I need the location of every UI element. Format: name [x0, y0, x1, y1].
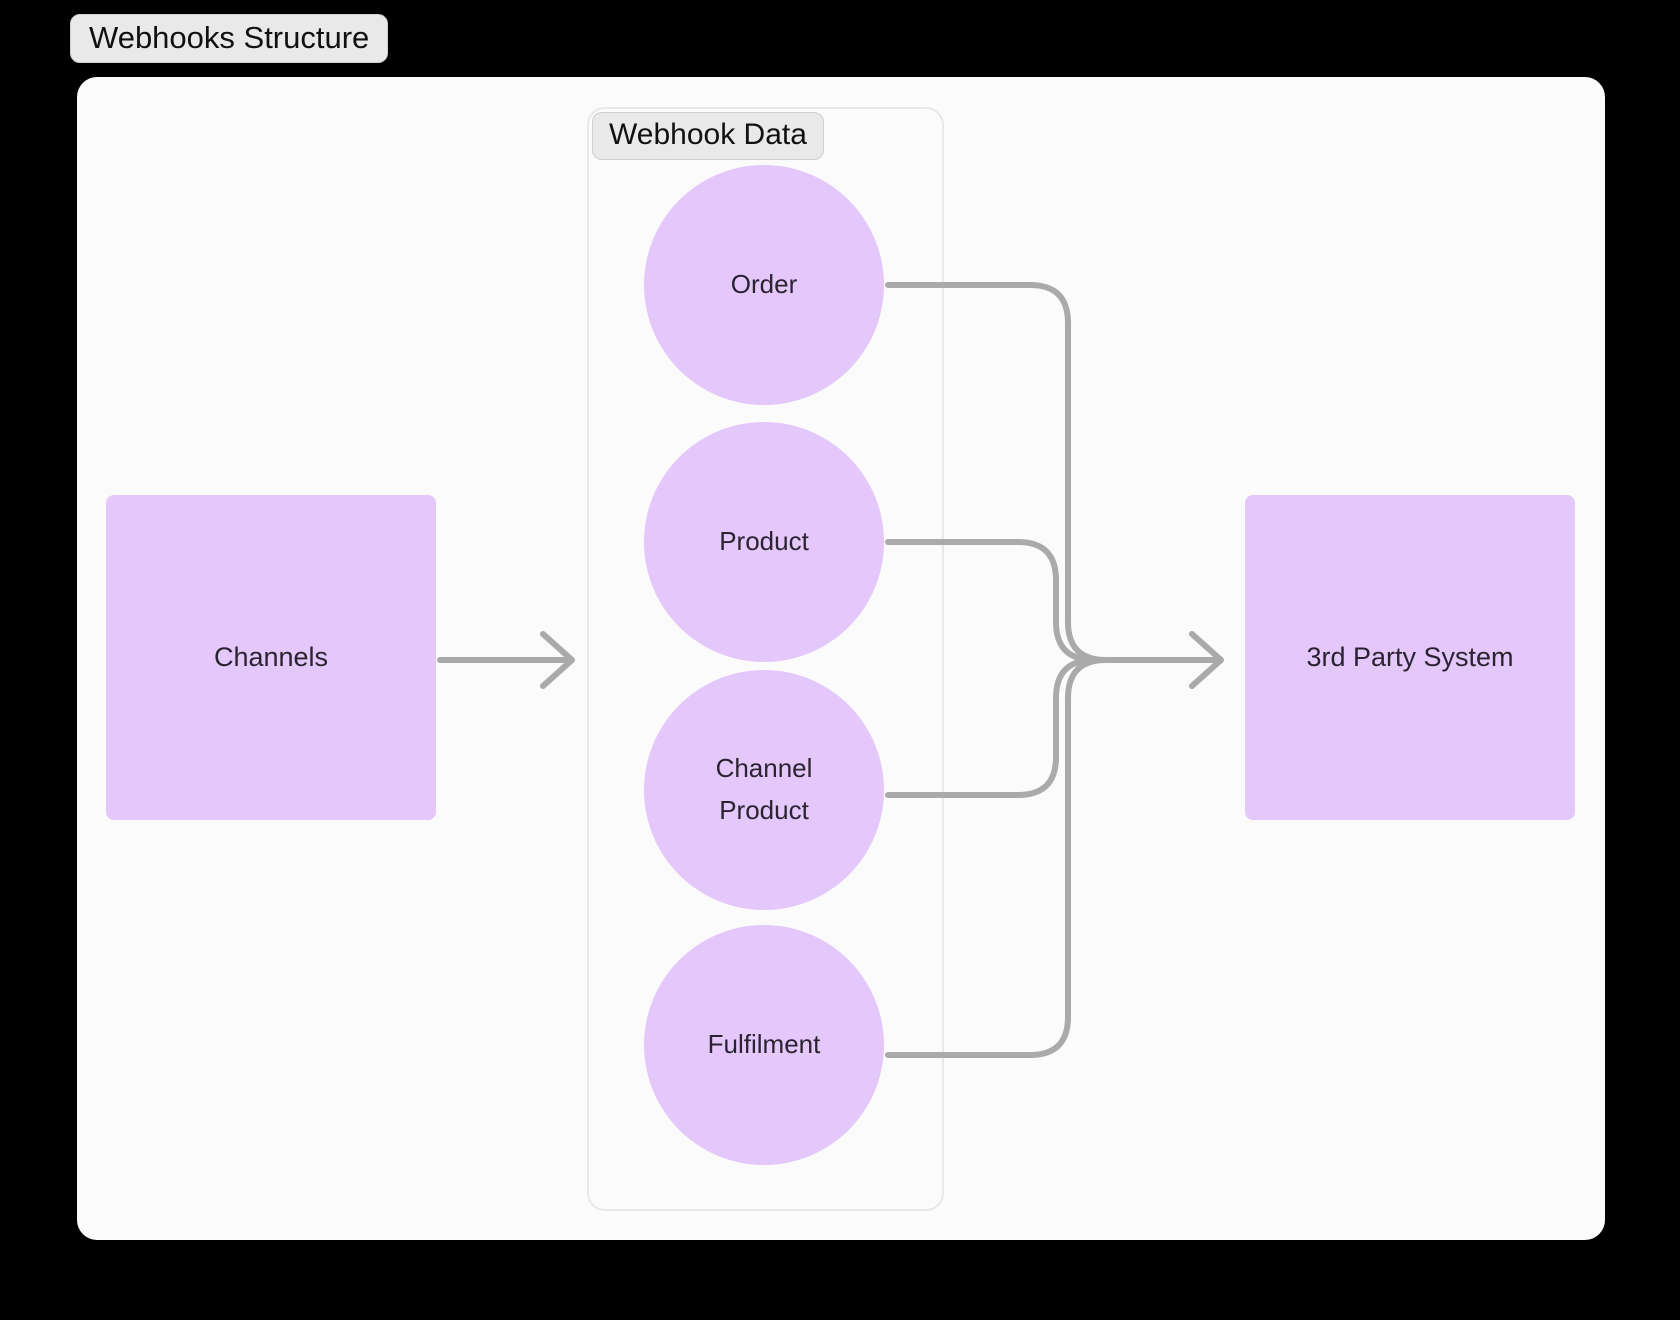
- page-title: Webhooks Structure: [70, 14, 389, 63]
- node-order[interactable]: Order: [644, 165, 884, 405]
- node-fulfilment[interactable]: Fulfilment: [644, 925, 884, 1165]
- node-third-party-system[interactable]: 3rd Party System: [1245, 495, 1575, 820]
- node-third-party-system-label: 3rd Party System: [1306, 642, 1514, 672]
- node-order-label: Order: [730, 269, 798, 300]
- node-channels[interactable]: Channels: [106, 495, 436, 820]
- subgraph-label-webhook-data: Webhook Data: [592, 112, 824, 160]
- node-product-label: Product: [719, 526, 809, 557]
- node-channel-product-label-line1: Channel: [715, 753, 813, 784]
- node-fulfilment-label: Fulfilment: [707, 1029, 821, 1060]
- node-product[interactable]: Product: [644, 422, 884, 662]
- node-channels-label: Channels: [213, 642, 329, 672]
- node-channel-product[interactable]: Channel Product: [644, 670, 884, 910]
- node-channel-product-label-line2: Product: [719, 795, 809, 825]
